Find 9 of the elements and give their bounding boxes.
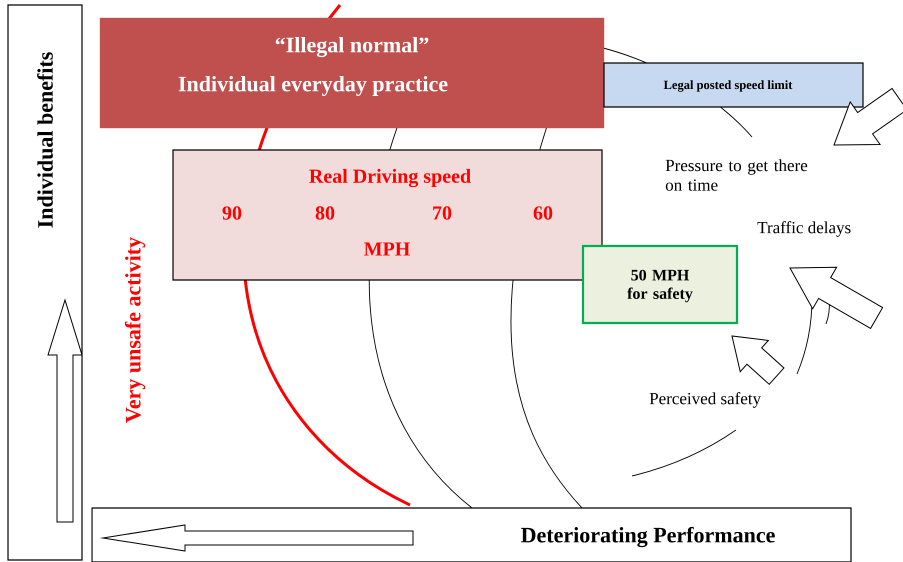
side-label: Very unsafe activity (124, 237, 146, 423)
speed-box: Real Driving speed 90 80 70 60 MPH (172, 149, 603, 281)
safety-box: 50 MPH for safety (582, 244, 738, 324)
cause-label: Traffic delays (758, 221, 851, 237)
speed-limit-box: Legal posted speed limit (603, 62, 864, 108)
side-panel: Individual benefits (7, 4, 83, 561)
cause-label: Perceived safety (650, 392, 762, 408)
practice-box: “Illegal normal” Individual everyday practice (100, 18, 604, 128)
cause-label: Pressure to get there on time (666, 159, 808, 191)
